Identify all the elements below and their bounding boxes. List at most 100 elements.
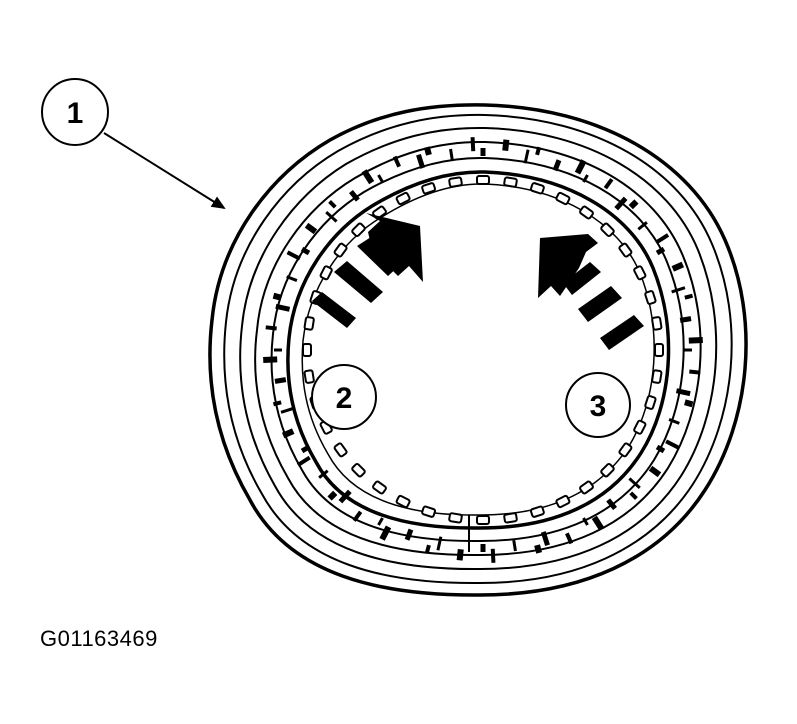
friction-texture-mark (671, 261, 685, 272)
friction-texture-mark (603, 178, 614, 190)
spline-tooth (333, 242, 348, 258)
spline-tooth (633, 265, 647, 281)
friction-texture-mark (392, 155, 401, 168)
friction-texture-mark (361, 169, 375, 185)
spline-tooth (351, 462, 366, 478)
friction-texture-mark (582, 174, 589, 183)
friction-texture-mark (512, 539, 517, 552)
friction-texture-mark (265, 325, 277, 331)
spline-tooth (600, 462, 615, 478)
friction-texture-mark (349, 189, 360, 202)
friction-texture-mark (648, 465, 662, 478)
callout-2-label: 2 (336, 382, 353, 415)
spline-tooth (651, 369, 663, 384)
friction-texture-mark (629, 491, 638, 500)
spline-tooth (395, 494, 411, 509)
spline-tooth (448, 176, 463, 188)
spline-tooth (644, 395, 657, 410)
friction-texture-mark (679, 316, 692, 323)
spline-tooth (579, 480, 594, 495)
friction-texture-mark (480, 148, 486, 156)
callout-2: 2 (311, 364, 377, 430)
friction-texture-mark (534, 544, 543, 554)
friction-texture-mark (628, 199, 639, 210)
spline-tooth (633, 419, 647, 435)
spline-tooth (529, 505, 545, 518)
friction-texture-mark (377, 517, 384, 526)
plate-outer-edge (208, 103, 748, 597)
friction-texture-mark (614, 196, 628, 211)
friction-texture-mark (668, 418, 680, 425)
friction-texture-mark (582, 517, 589, 526)
callout-3: 3 (565, 372, 631, 438)
friction-texture-mark (684, 293, 694, 300)
plate-outer-ring-3 (239, 126, 718, 571)
direction-arrow-3 (538, 234, 644, 350)
inner-spline-teeth (302, 175, 664, 525)
spline-tooth (618, 442, 633, 458)
spline-tooth (333, 442, 348, 458)
friction-texture-mark (671, 286, 686, 294)
friction-texture-mark (272, 292, 282, 301)
callout-1: 1 (41, 78, 226, 210)
spline-tooth (503, 176, 518, 188)
friction-texture-mark (480, 544, 486, 552)
spline-tooth (529, 182, 545, 195)
friction-texture-mark (275, 303, 291, 312)
friction-texture-mark (296, 455, 311, 467)
plate-inner-spline-edge (286, 170, 671, 530)
spline-tooth (319, 265, 333, 281)
friction-texture-mark (325, 210, 338, 223)
spline-tooth (372, 480, 387, 495)
friction-texture-mark (565, 532, 574, 545)
direction-arrow-2 (312, 213, 423, 328)
friction-texture-mark (379, 525, 392, 541)
spline-tooth (555, 191, 571, 206)
friction-texture-mark (655, 444, 666, 454)
spline-tooth (579, 205, 594, 220)
friction-texture-mark (436, 536, 443, 551)
callout-1-leader (103, 132, 226, 210)
friction-texture-mark (286, 250, 301, 261)
spline-tooth (555, 494, 571, 509)
friction-texture-mark (338, 489, 352, 504)
friction-texture-mark (637, 221, 648, 231)
friction-texture-mark (263, 356, 278, 364)
plate-outer-ring-2 (223, 113, 733, 585)
friction-texture-mark (606, 498, 617, 511)
friction-texture-mark (318, 469, 329, 479)
spline-tooth (302, 343, 312, 357)
friction-texture-mark (535, 146, 542, 156)
spline-tooth (421, 182, 437, 195)
callout-3-label: 3 (590, 390, 607, 423)
friction-texture-mark (502, 139, 510, 151)
friction-texture-mark (456, 549, 464, 561)
spline-tooth (618, 242, 633, 258)
friction-texture-mark (675, 388, 691, 397)
friction-texture-mark (274, 348, 282, 352)
friction-texture-mark (274, 377, 287, 384)
friction-texture-mark (591, 515, 605, 531)
friction-texture-mark (272, 400, 282, 407)
spline-tooth (600, 222, 615, 238)
friction-texture-mark (665, 439, 680, 450)
friction-texture-mark (628, 477, 641, 490)
callout-1-label: 1 (67, 97, 84, 130)
friction-texture-mark (574, 159, 587, 175)
friction-texture-mark (689, 369, 701, 375)
friction-texture-mark (540, 531, 550, 547)
spline-tooth (303, 316, 315, 331)
friction-texture-mark (304, 222, 318, 235)
spline-tooth (503, 512, 518, 524)
friction-texture-mark (377, 174, 384, 183)
friction-texture-mark (449, 148, 454, 161)
friction-texture-mark (424, 544, 431, 554)
friction-lining-inner (270, 156, 685, 543)
friction-texture-mark (423, 146, 432, 156)
friction-texture-mark (490, 548, 496, 563)
friction-texture-mark (552, 159, 562, 172)
figure-code: G01163469 (40, 626, 158, 651)
spline-tooth (651, 316, 663, 331)
